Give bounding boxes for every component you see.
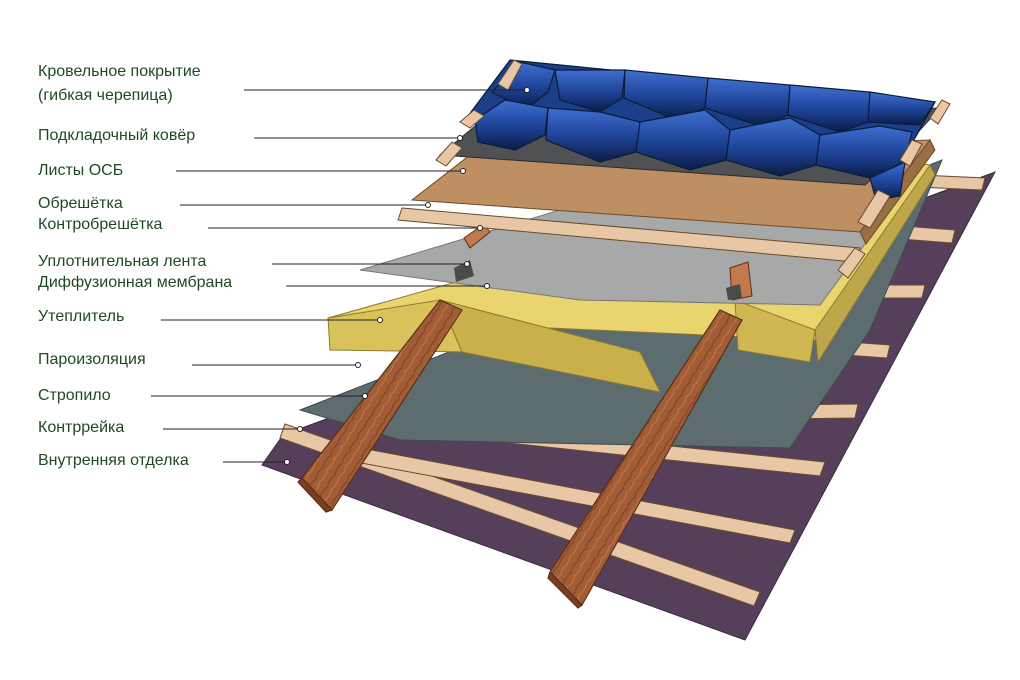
- label-roofing-line2: (гибкая черепица): [38, 87, 173, 104]
- label-rafter: Стропило: [38, 387, 111, 404]
- label-osb: Листы ОСБ: [38, 162, 124, 179]
- label-insulation: Утеплитель: [38, 308, 125, 325]
- rafters: [297, 299, 743, 609]
- label-sealing-tape: Уплотнительная лента: [38, 253, 207, 270]
- label-vapor-barrier: Пароизоляция: [38, 351, 146, 368]
- battens: [397, 59, 951, 279]
- label-interior-finish: Внутренняя отделка: [38, 452, 189, 469]
- label-counter-rail: Контррейка: [38, 419, 125, 436]
- label-battens: Обрешётка: [38, 195, 123, 212]
- label-counter-battens: Контробрешётка: [38, 216, 163, 233]
- label-roofing-line1: Кровельное покрытие: [38, 63, 201, 80]
- label-underlay: Подкладочный ковёр: [38, 127, 196, 144]
- label-diffusion-membrane: Диффузионная мембрана: [38, 274, 233, 291]
- leader-lines: [151, 87, 530, 465]
- shingles-layer: [463, 59, 937, 201]
